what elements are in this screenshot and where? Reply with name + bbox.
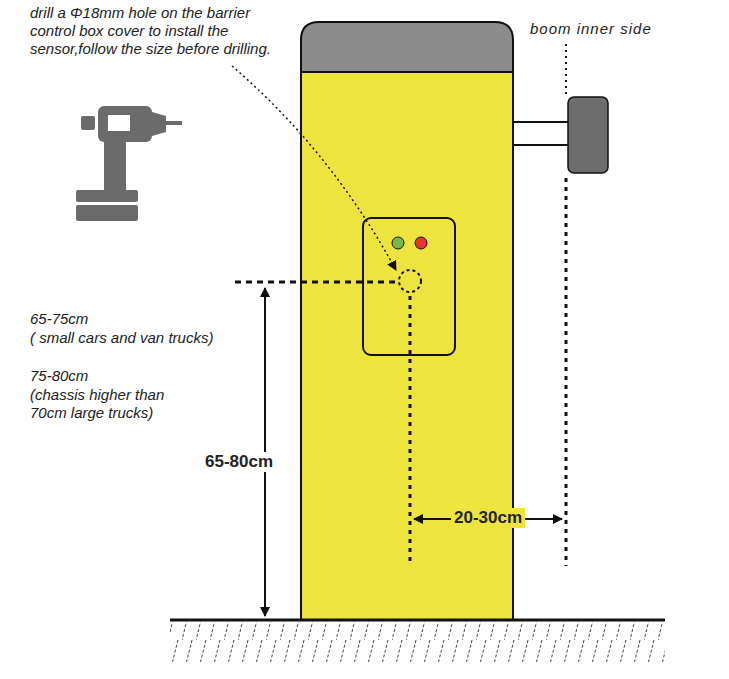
dimension-label: 20-30cm xyxy=(451,508,525,528)
red-light xyxy=(415,237,427,249)
drill-icon xyxy=(76,106,182,221)
boom-inner-line xyxy=(565,178,568,566)
drill-leader xyxy=(232,66,396,270)
sensor-hole xyxy=(399,270,421,292)
height-note: (chassis higher than 70cm large trucks) xyxy=(30,386,205,422)
dimension-label: 65-80cm xyxy=(202,452,276,472)
barrier-body xyxy=(301,40,513,620)
ground-line xyxy=(170,619,665,622)
barrier-cap xyxy=(301,22,513,72)
boom-end xyxy=(568,97,608,173)
green-light xyxy=(392,237,404,249)
height-note: ( small cars and van trucks) xyxy=(30,329,262,347)
height-range: 75-80cm xyxy=(30,367,230,385)
boom-leader xyxy=(565,44,567,95)
height-line xyxy=(235,281,396,284)
ground-hatching xyxy=(170,622,665,662)
drill-note: drill a Φ18mm hole on the barrier contro… xyxy=(30,4,292,58)
height-range: 65-75cm xyxy=(30,310,260,328)
boom-arm xyxy=(513,122,570,145)
boom-label: boom inner side xyxy=(530,20,725,38)
sensor-center-line xyxy=(409,296,412,564)
